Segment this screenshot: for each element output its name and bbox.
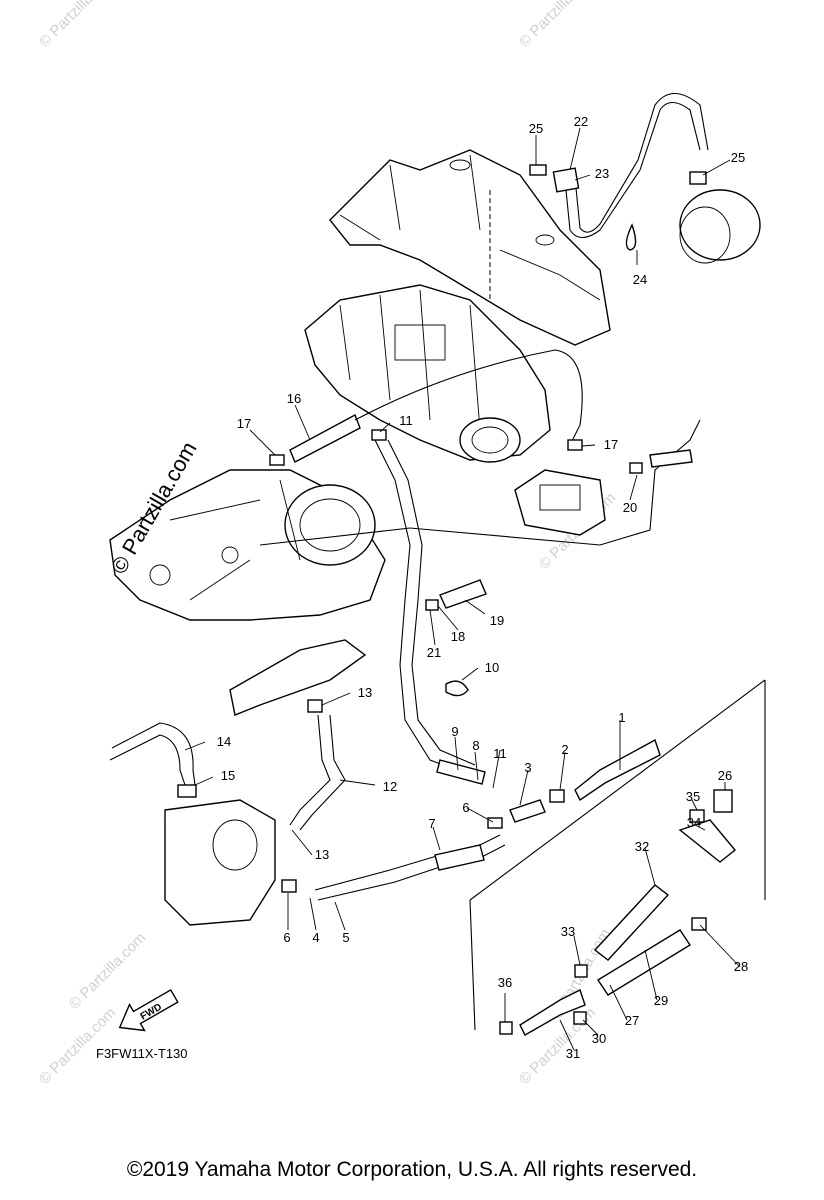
callout-5: 5 — [342, 930, 349, 945]
callout-15: 15 — [221, 768, 235, 783]
callout-35: 35 — [686, 789, 700, 804]
crankcase — [109, 469, 386, 621]
callout-36: 36 — [498, 975, 512, 990]
callout-6-upper: 6 — [462, 800, 469, 815]
callout-2: 2 — [561, 742, 568, 757]
callout-13-lower: 13 — [315, 847, 329, 862]
callout-30: 30 — [592, 1031, 606, 1046]
callout-6-lower: 6 — [283, 930, 290, 945]
callout-19: 19 — [490, 613, 504, 628]
diagram-canvas: © Partzilla.com © Partzilla.com © Partzi… — [36, 0, 766, 1088]
callout-25-left: 25 — [529, 121, 543, 136]
engine-cover — [329, 149, 611, 346]
watermark-top-left: © Partzilla.com — [36, 0, 119, 51]
manifold — [229, 639, 367, 716]
inset-box — [469, 679, 766, 1036]
callout-22: 22 — [574, 114, 588, 129]
callout-numbers: 1 2 3 4 5 6 6 7 8 9 10 11 11 12 13 13 14… — [217, 114, 748, 1061]
callout-16: 16 — [287, 391, 301, 406]
callout-7: 7 — [428, 816, 435, 831]
callout-8: 8 — [472, 738, 479, 753]
callout-33: 33 — [561, 924, 575, 939]
engine-block — [304, 284, 551, 463]
fwd-arrow: FWD — [118, 988, 179, 1032]
breather-hoses-top — [529, 92, 761, 264]
callout-14: 14 — [217, 734, 231, 749]
callout-4: 4 — [312, 930, 319, 945]
callout-26: 26 — [718, 768, 732, 783]
vent-bracket — [514, 469, 606, 536]
callout-32: 32 — [635, 839, 649, 854]
callout-3: 3 — [524, 760, 531, 775]
callout-21: 21 — [427, 645, 441, 660]
callout-20: 20 — [623, 500, 637, 515]
water-hoses-bottom — [109, 664, 661, 926]
callout-27: 27 — [625, 1013, 639, 1028]
callout-13-upper: 13 — [358, 685, 372, 700]
watermark-top-right: © Partzilla.com — [516, 0, 599, 51]
callout-12: 12 — [383, 779, 397, 794]
leader-lines — [184, 127, 741, 1051]
watermark-lower-left: © Partzilla.com — [66, 929, 149, 1012]
callout-25-right: 25 — [731, 150, 745, 165]
figure-code: F3FW11X-T130 — [96, 1046, 188, 1061]
callout-29: 29 — [654, 993, 668, 1008]
callout-17-left: 17 — [237, 416, 251, 431]
callout-11-lower: 11 — [493, 746, 507, 761]
callout-18: 18 — [451, 629, 465, 644]
callout-24: 24 — [633, 272, 647, 287]
callout-28: 28 — [734, 959, 748, 974]
callout-11-upper: 11 — [399, 413, 413, 428]
callout-23: 23 — [595, 166, 609, 181]
copyright-notice: ©2019 Yamaha Motor Corporation, U.S.A. A… — [126, 1158, 698, 1181]
callout-10: 10 — [485, 660, 499, 675]
callout-31: 31 — [566, 1046, 580, 1061]
callout-17-right: 17 — [604, 437, 618, 452]
fwd-label: FWD — [139, 1002, 164, 1023]
callout-1: 1 — [618, 710, 625, 725]
callout-9: 9 — [451, 724, 458, 739]
breather-hoses-middle — [259, 349, 701, 697]
callout-34: 34 — [687, 815, 701, 830]
